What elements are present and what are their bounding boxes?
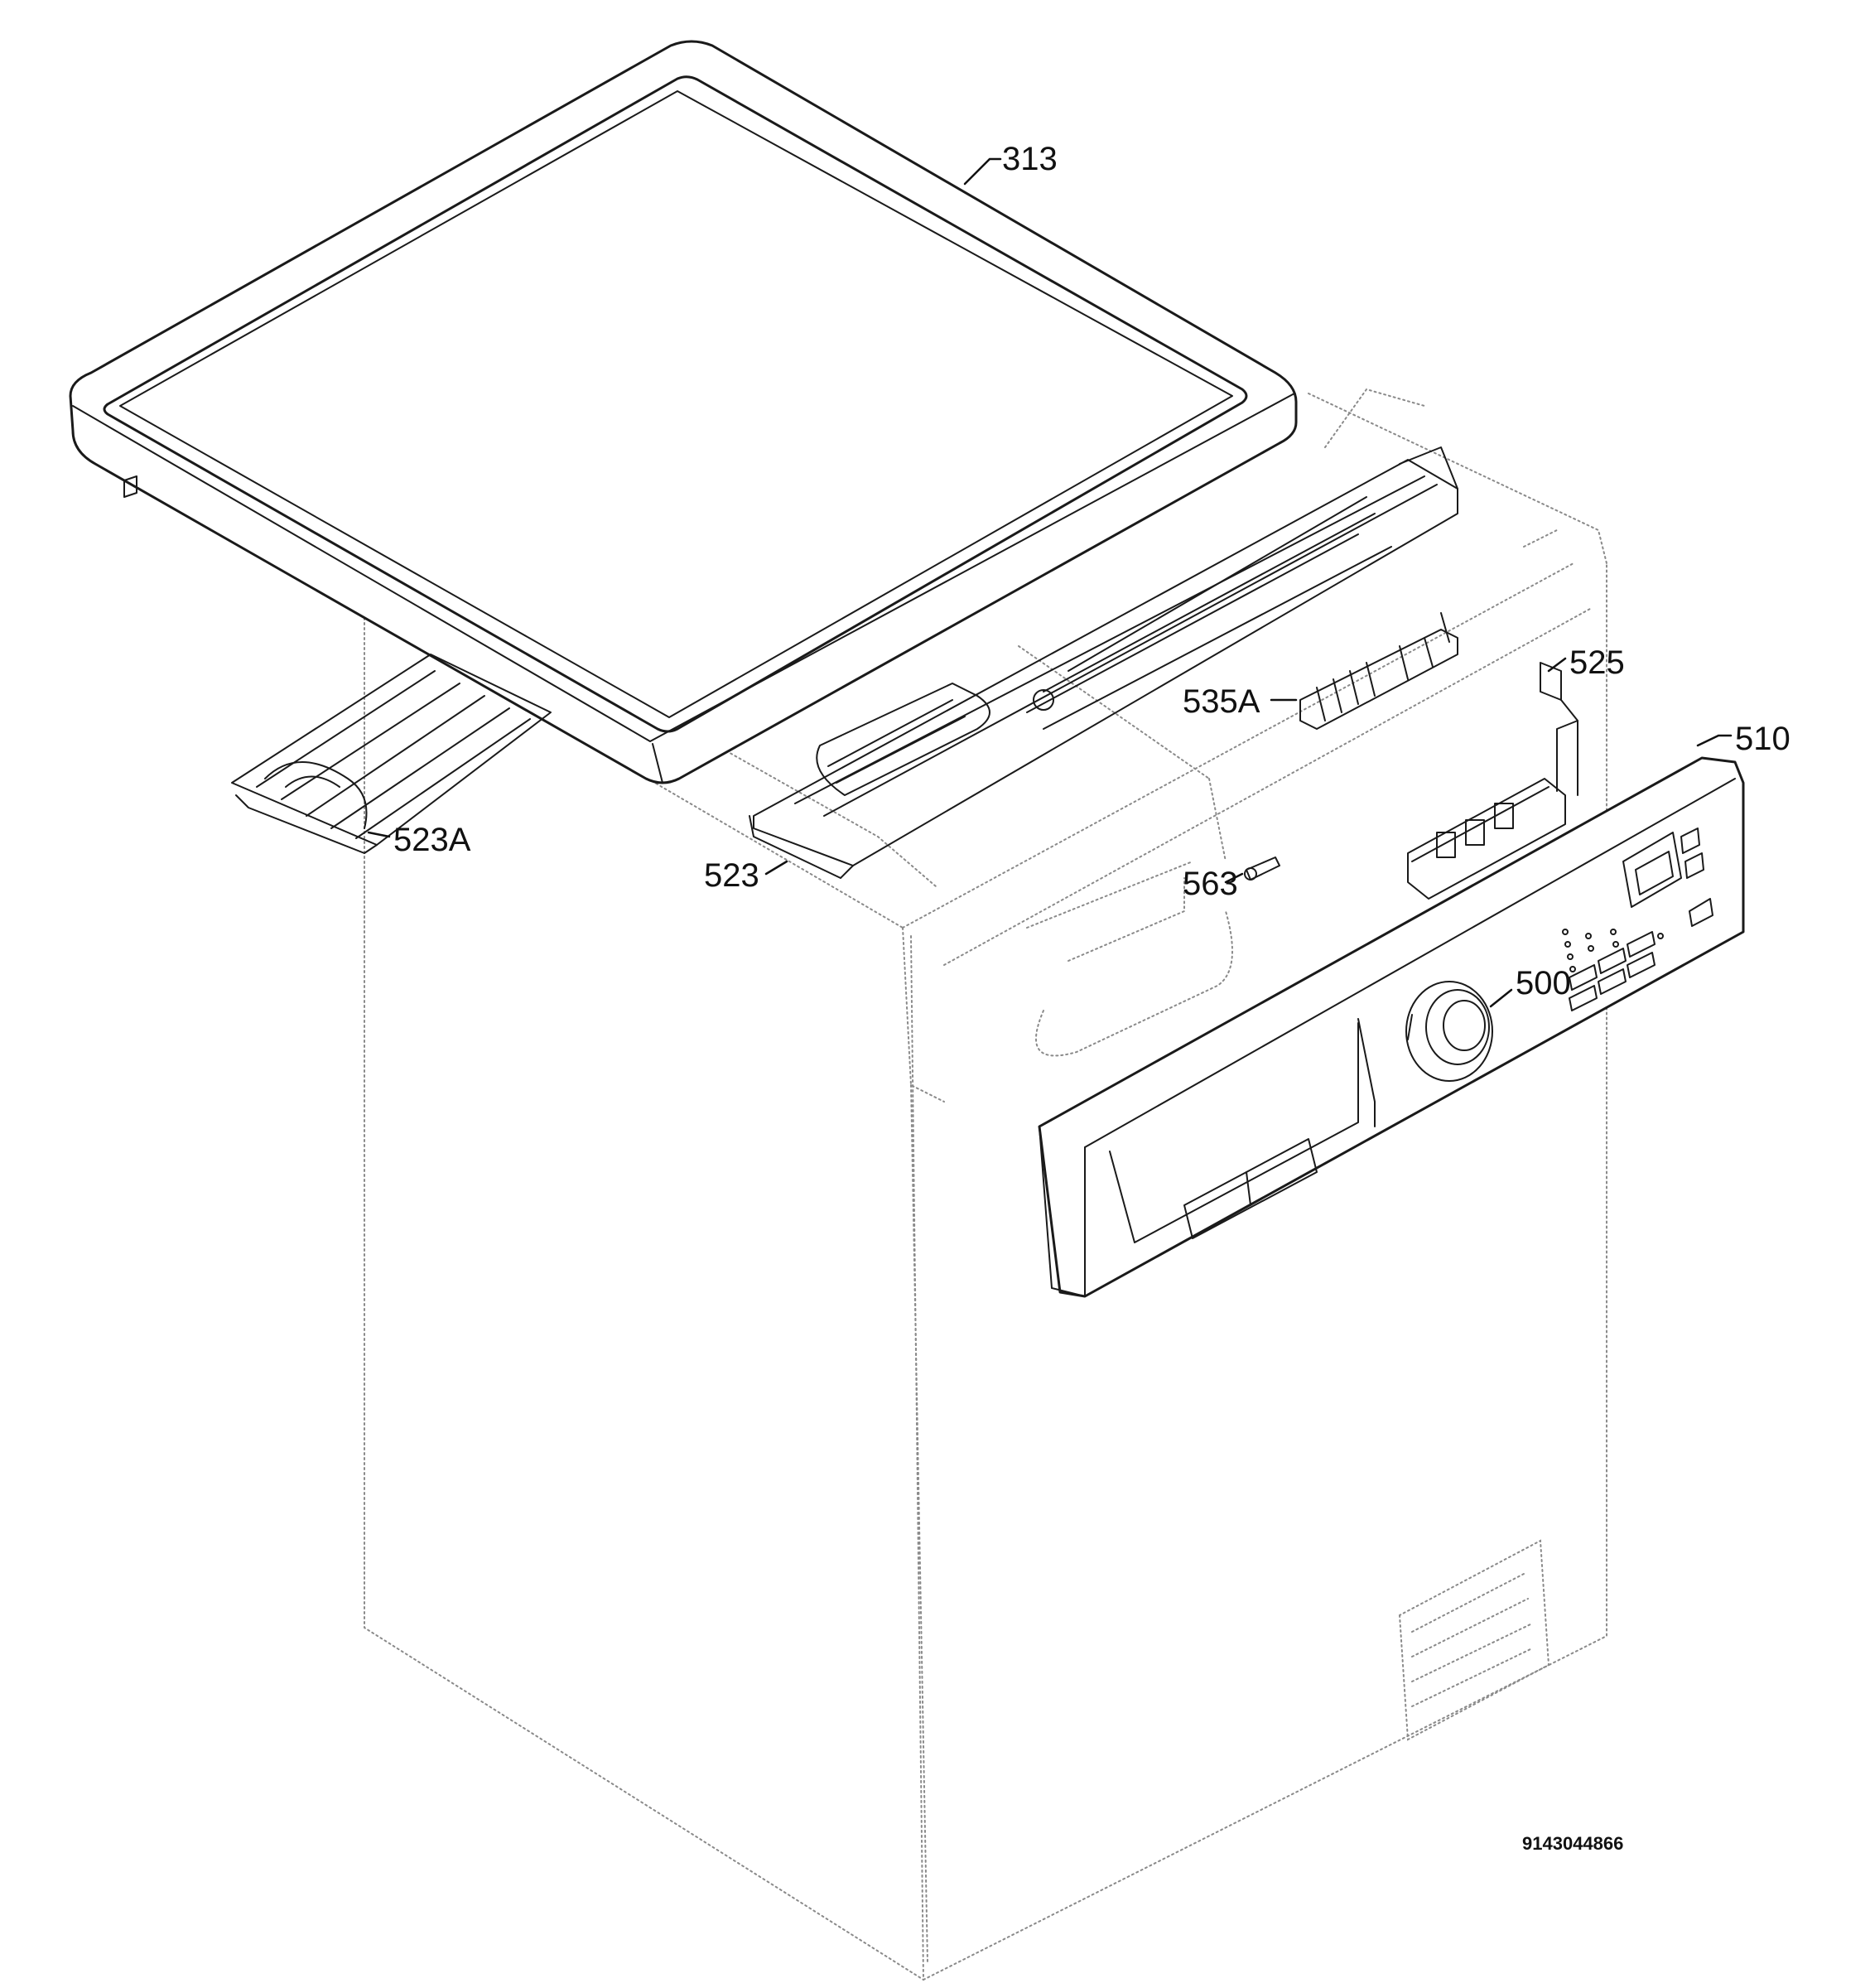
- callout-563: 563: [1183, 866, 1238, 902]
- control-panel-part: [1038, 756, 1745, 1298]
- callout-523: 523: [704, 857, 759, 894]
- lid-part: [69, 40, 1298, 784]
- cabinet-outline: [364, 388, 1607, 1981]
- drawing-code: 9143044866: [1522, 1833, 1623, 1854]
- callout-525: 525: [1569, 644, 1625, 681]
- pcb-part: [1407, 662, 1578, 900]
- callout-500: 500: [1516, 965, 1571, 1001]
- bracket-right-part: [749, 446, 1458, 879]
- contacts-part: [1299, 612, 1458, 730]
- callout-leaders: [367, 157, 1733, 1008]
- bracket-left-part: [231, 654, 552, 854]
- light-pipe-part: [1244, 856, 1280, 881]
- callout-523a: 523A: [393, 822, 471, 858]
- callout-313: 313: [1002, 141, 1058, 177]
- callout-535a: 535A: [1183, 683, 1260, 720]
- callout-510: 510: [1735, 721, 1790, 757]
